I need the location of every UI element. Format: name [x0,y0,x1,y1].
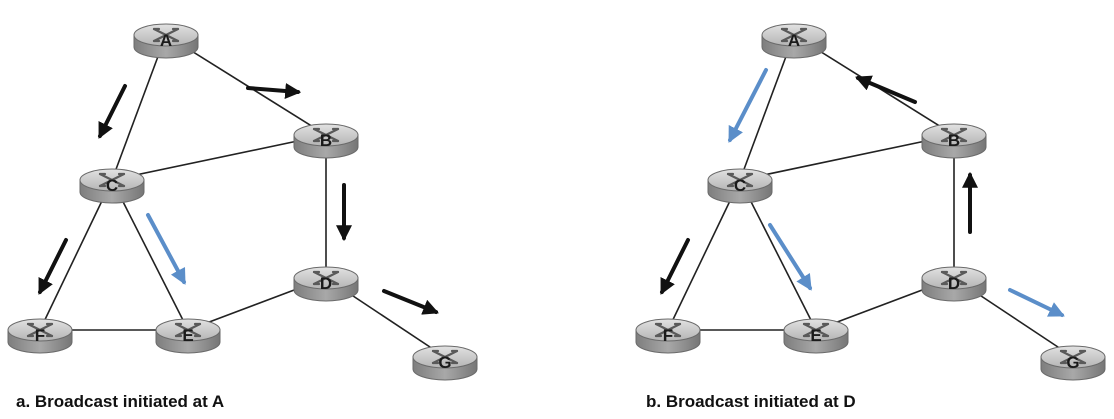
router-label: E [182,326,193,345]
arrow-a-D-to-G [382,289,439,315]
router-b-G: G [1040,345,1106,381]
router-arrows-icon [1059,349,1087,365]
router-b-D: D [921,266,987,302]
arrow-a-A-to-B [246,83,302,99]
router-arrows-icon [654,322,682,338]
router-a-B: B [293,123,359,159]
arrow-a-C-to-E [146,213,186,285]
router-a-A: A [133,23,199,59]
arrow-a-A-to-C [98,84,127,139]
arrow-a-C-to-F [38,238,68,295]
router-arrows-icon [152,27,180,43]
router-label: C [734,176,746,195]
caption-b: b. Broadcast initiated at D [646,392,856,411]
arrow-b-A-to-C [728,68,768,143]
router-label: G [438,353,451,372]
link-b-B-C [739,134,955,181]
router-arrows-icon [726,172,754,188]
router-label: G [1066,353,1079,372]
link-a-A-C [111,34,167,181]
router-label: A [160,31,172,50]
router-label: D [320,274,332,293]
router-label: E [810,326,821,345]
router-label: C [106,176,118,195]
router-arrows-icon [940,270,968,286]
link-b-C-E [739,179,817,331]
link-a-C-E [111,179,189,331]
link-a-B-C [111,134,327,181]
router-a-F: F [7,318,73,354]
router-label: B [320,131,332,150]
router-b-B: B [921,123,987,159]
router-arrows-icon [312,127,340,143]
router-arrows-icon [940,127,968,143]
router-arrows-icon [312,270,340,286]
router-arrows-icon [98,172,126,188]
link-b-A-C [739,34,795,181]
arrow-b-B-to-A [855,75,917,104]
arrow-b-C-to-F [660,238,690,295]
link-b-C-F [667,179,741,331]
router-b-A: A [761,23,827,59]
router-a-C: C [79,168,145,204]
router-a-D: D [293,266,359,302]
router-label: B [948,131,960,150]
router-label: A [788,31,800,50]
router-a-E: E [155,318,221,354]
router-b-C: C [707,168,773,204]
router-a-G: G [412,345,478,381]
router-arrows-icon [26,322,54,338]
router-label: F [663,326,673,345]
arrow-b-D-to-G [1008,288,1065,317]
router-arrows-icon [174,322,202,338]
router-label: F [35,326,45,345]
router-arrows-icon [780,27,808,43]
arrow-b-C-to-E [768,223,812,291]
caption-a: a. Broadcast initiated at A [16,392,225,411]
router-b-E: E [783,318,849,354]
link-a-C-F [39,179,113,331]
router-arrows-icon [431,349,459,365]
router-label: D [948,274,960,293]
router-b-F: F [635,318,701,354]
router-arrows-icon [802,322,830,338]
